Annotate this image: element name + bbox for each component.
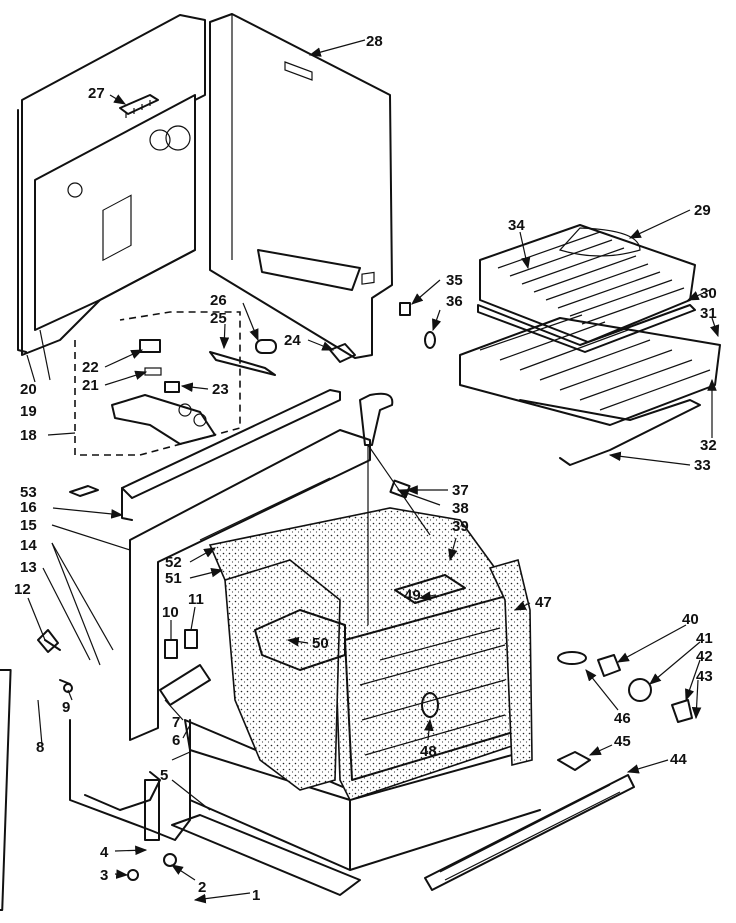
callout-51: 51 — [165, 570, 182, 587]
callout-49: 49 — [404, 587, 421, 604]
callout-4: 4 — [100, 844, 109, 861]
callout-25: 25 — [210, 310, 227, 327]
callout-10: 10 — [162, 604, 179, 621]
callout-48: 48 — [420, 743, 437, 760]
callout-21: 21 — [82, 377, 99, 394]
callout-15: 15 — [20, 517, 37, 534]
callout-31: 31 — [700, 305, 717, 322]
callout-27: 27 — [88, 85, 105, 102]
bottom-trim-grille — [424, 774, 635, 891]
callout-44: 44 — [670, 751, 687, 768]
callout-2: 2 — [198, 879, 206, 896]
callout-18: 18 — [20, 427, 37, 444]
small-brackets — [209, 339, 356, 376]
callout-24: 24 — [284, 332, 301, 349]
callout-53: 53 — [20, 484, 37, 501]
callout-8: 8 — [36, 739, 44, 756]
callout-19: 19 — [20, 403, 37, 420]
bottom-trim — [171, 814, 361, 896]
callout-39: 39 — [452, 518, 469, 535]
callout-36: 36 — [446, 293, 463, 310]
callout-34: 34 — [508, 217, 525, 234]
callout-32: 32 — [700, 437, 717, 454]
callout-33: 33 — [694, 457, 711, 474]
side-panel — [209, 13, 393, 359]
front-frame — [121, 389, 371, 741]
clip — [69, 485, 99, 497]
callout-40: 40 — [682, 611, 699, 628]
callout-46: 46 — [614, 710, 631, 727]
callout-9: 9 — [62, 699, 70, 716]
callout-11: 11 — [188, 591, 204, 608]
callout-52: 52 — [165, 554, 182, 571]
callout-38: 38 — [452, 500, 469, 517]
callout-13: 13 — [20, 559, 37, 576]
callout-41: 41 — [696, 630, 713, 647]
callout-1: 1 — [252, 887, 260, 904]
callout-45: 45 — [614, 733, 631, 750]
bulb-holders — [159, 629, 211, 706]
callout-3: 3 — [100, 867, 108, 884]
callout-47: 47 — [535, 594, 552, 611]
callout-28: 28 — [366, 33, 383, 50]
callout-7: 7 — [172, 714, 180, 731]
callout-12: 12 — [14, 581, 31, 598]
callout-16: 16 — [20, 499, 37, 516]
hinge-assembly — [0, 629, 191, 911]
callout-5: 5 — [160, 767, 168, 784]
leader-lines — [26, 39, 720, 904]
callout-30: 30 — [700, 285, 717, 302]
callout-labels: 28 27 29 34 30 31 32 33 35 36 24 26 25 2… — [14, 33, 717, 904]
callout-35: 35 — [446, 272, 463, 289]
callout-26: 26 — [210, 292, 227, 309]
terminal-block — [119, 94, 159, 118]
oven-body — [184, 507, 541, 871]
callout-20: 20 — [20, 381, 37, 398]
rear-panel — [17, 14, 206, 356]
callout-22: 22 — [82, 359, 99, 376]
callout-43: 43 — [696, 668, 713, 685]
thermostat-group — [74, 311, 241, 456]
oven-racks — [459, 224, 721, 466]
callout-23: 23 — [212, 381, 229, 398]
callout-42: 42 — [696, 648, 713, 665]
callout-6: 6 — [172, 732, 180, 749]
callout-50: 50 — [312, 635, 329, 652]
callout-14: 14 — [20, 537, 37, 554]
callout-29: 29 — [694, 202, 711, 219]
rack-clips — [399, 302, 436, 349]
callout-37: 37 — [452, 482, 469, 499]
